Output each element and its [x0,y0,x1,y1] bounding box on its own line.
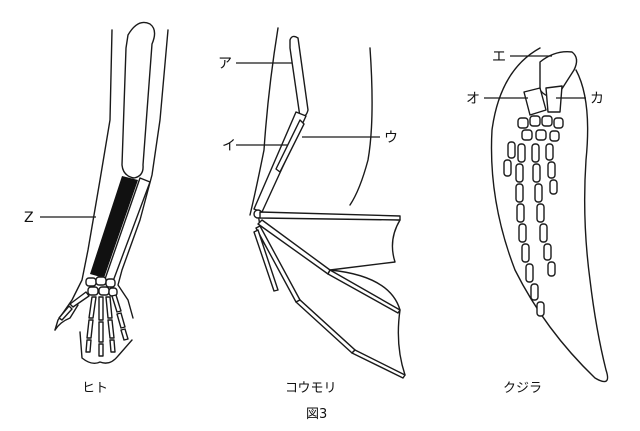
label-a: ア [218,56,232,72]
human-fingers [58,291,129,357]
bat-wing: ア イ ウ [218,27,406,379]
whale-digit-4 [545,143,558,195]
label-o: オ [466,91,480,107]
whale-flipper: エ オ カ [466,47,609,383]
figure-caption: 図3 [306,407,327,422]
whale-digit-2 [515,143,545,317]
human-arm: Z [24,21,169,365]
label-z: Z [24,210,34,226]
bat-radius [275,119,305,173]
label-ka: カ [590,91,604,107]
label-u: ウ [384,130,398,146]
bat-membrane-outline [257,47,406,376]
human-humerus [121,21,156,179]
whale-digit-1 [503,141,516,177]
whale-radius [523,87,547,116]
bat-humerus [289,35,309,118]
whale-digit-3 [531,143,556,277]
label-i: イ [222,138,236,154]
human-carpals [85,276,118,297]
caption-whale: クジラ [503,381,542,396]
human-radius-z [90,176,138,278]
bat-finger-bones [253,211,406,379]
whale-carpals [517,115,564,142]
whale-ulna [545,85,563,113]
caption-human: ヒト [82,381,108,396]
caption-bat: コウモリ [285,381,336,396]
label-e: エ [492,49,506,65]
whale-flipper-outline [490,47,609,383]
human-hand-outline [54,304,133,365]
